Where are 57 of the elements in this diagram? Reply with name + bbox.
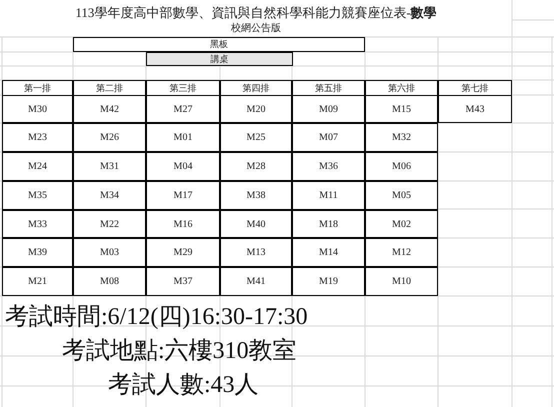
seat-number: M16 (146, 210, 220, 238)
seat-number: M28 (220, 152, 292, 181)
seat-number: M14 (292, 238, 365, 267)
seat-number: M26 (73, 123, 146, 152)
seat-number: M22 (73, 210, 146, 238)
column-header: 第五排 (292, 80, 365, 96)
seat-number: M37 (146, 267, 220, 296)
exam-note: 考試人數:43人 (108, 371, 259, 400)
exam-note: 考試地點:六樓310教室 (62, 336, 297, 366)
column-header: 第一排 (2, 80, 73, 96)
seat-number: M17 (146, 181, 220, 210)
seat-number: M20 (220, 95, 292, 123)
seat-number: M18 (292, 210, 365, 238)
seat-number: M10 (365, 267, 438, 296)
seat-number: M11 (292, 181, 365, 210)
seat-number: M27 (146, 95, 220, 123)
seat-number: M05 (365, 181, 438, 210)
seat-number: M33 (2, 210, 73, 238)
column-header: 第七排 (438, 80, 512, 96)
subtitle: 校網公告版 (230, 22, 282, 35)
seat-number: M24 (2, 152, 73, 181)
seat-number: M30 (2, 95, 73, 123)
column-header: 第二排 (73, 80, 146, 96)
column-header: 第四排 (220, 80, 292, 96)
seat-number: M09 (292, 95, 365, 123)
seat-number: M07 (292, 123, 365, 152)
lectern-box: 講桌 (146, 52, 293, 66)
seat-number: M40 (220, 210, 292, 238)
seat-number: M36 (292, 152, 365, 181)
seat-number: M21 (2, 267, 73, 296)
column-header: 第三排 (146, 80, 220, 96)
title: 113學年度高中部數學、資訊與自然科學科能力競賽座位表-數學 (74, 4, 438, 22)
seat-number: M34 (73, 181, 146, 210)
seat-number: M39 (2, 238, 73, 267)
seat-number: M15 (365, 95, 438, 123)
seat-number: M02 (365, 210, 438, 238)
seat-number: M03 (73, 238, 146, 267)
seat-number: M04 (146, 152, 220, 181)
seat-number: M08 (73, 267, 146, 296)
seat-number: M12 (365, 238, 438, 267)
seat-number: M32 (365, 123, 438, 152)
seat-number: M42 (73, 95, 146, 123)
seat-number: M25 (220, 123, 292, 152)
exam-note: 考試時間:6/12(四)16:30-17:30 (5, 303, 308, 332)
column-header: 第六排 (365, 80, 438, 96)
seat-number: M41 (220, 267, 292, 296)
seat-number: M31 (73, 152, 146, 181)
seat-number: M35 (2, 181, 73, 210)
seat-number: M38 (220, 181, 292, 210)
seat-number: M19 (292, 267, 365, 296)
seat-number: M13 (220, 238, 292, 267)
seat-number: M01 (146, 123, 220, 152)
seat-number: M29 (146, 238, 220, 267)
seat-number: M43 (438, 95, 512, 123)
seat-number: M06 (365, 152, 438, 181)
blackboard-box: 黑板 (73, 37, 365, 52)
seat-number: M23 (2, 123, 73, 152)
